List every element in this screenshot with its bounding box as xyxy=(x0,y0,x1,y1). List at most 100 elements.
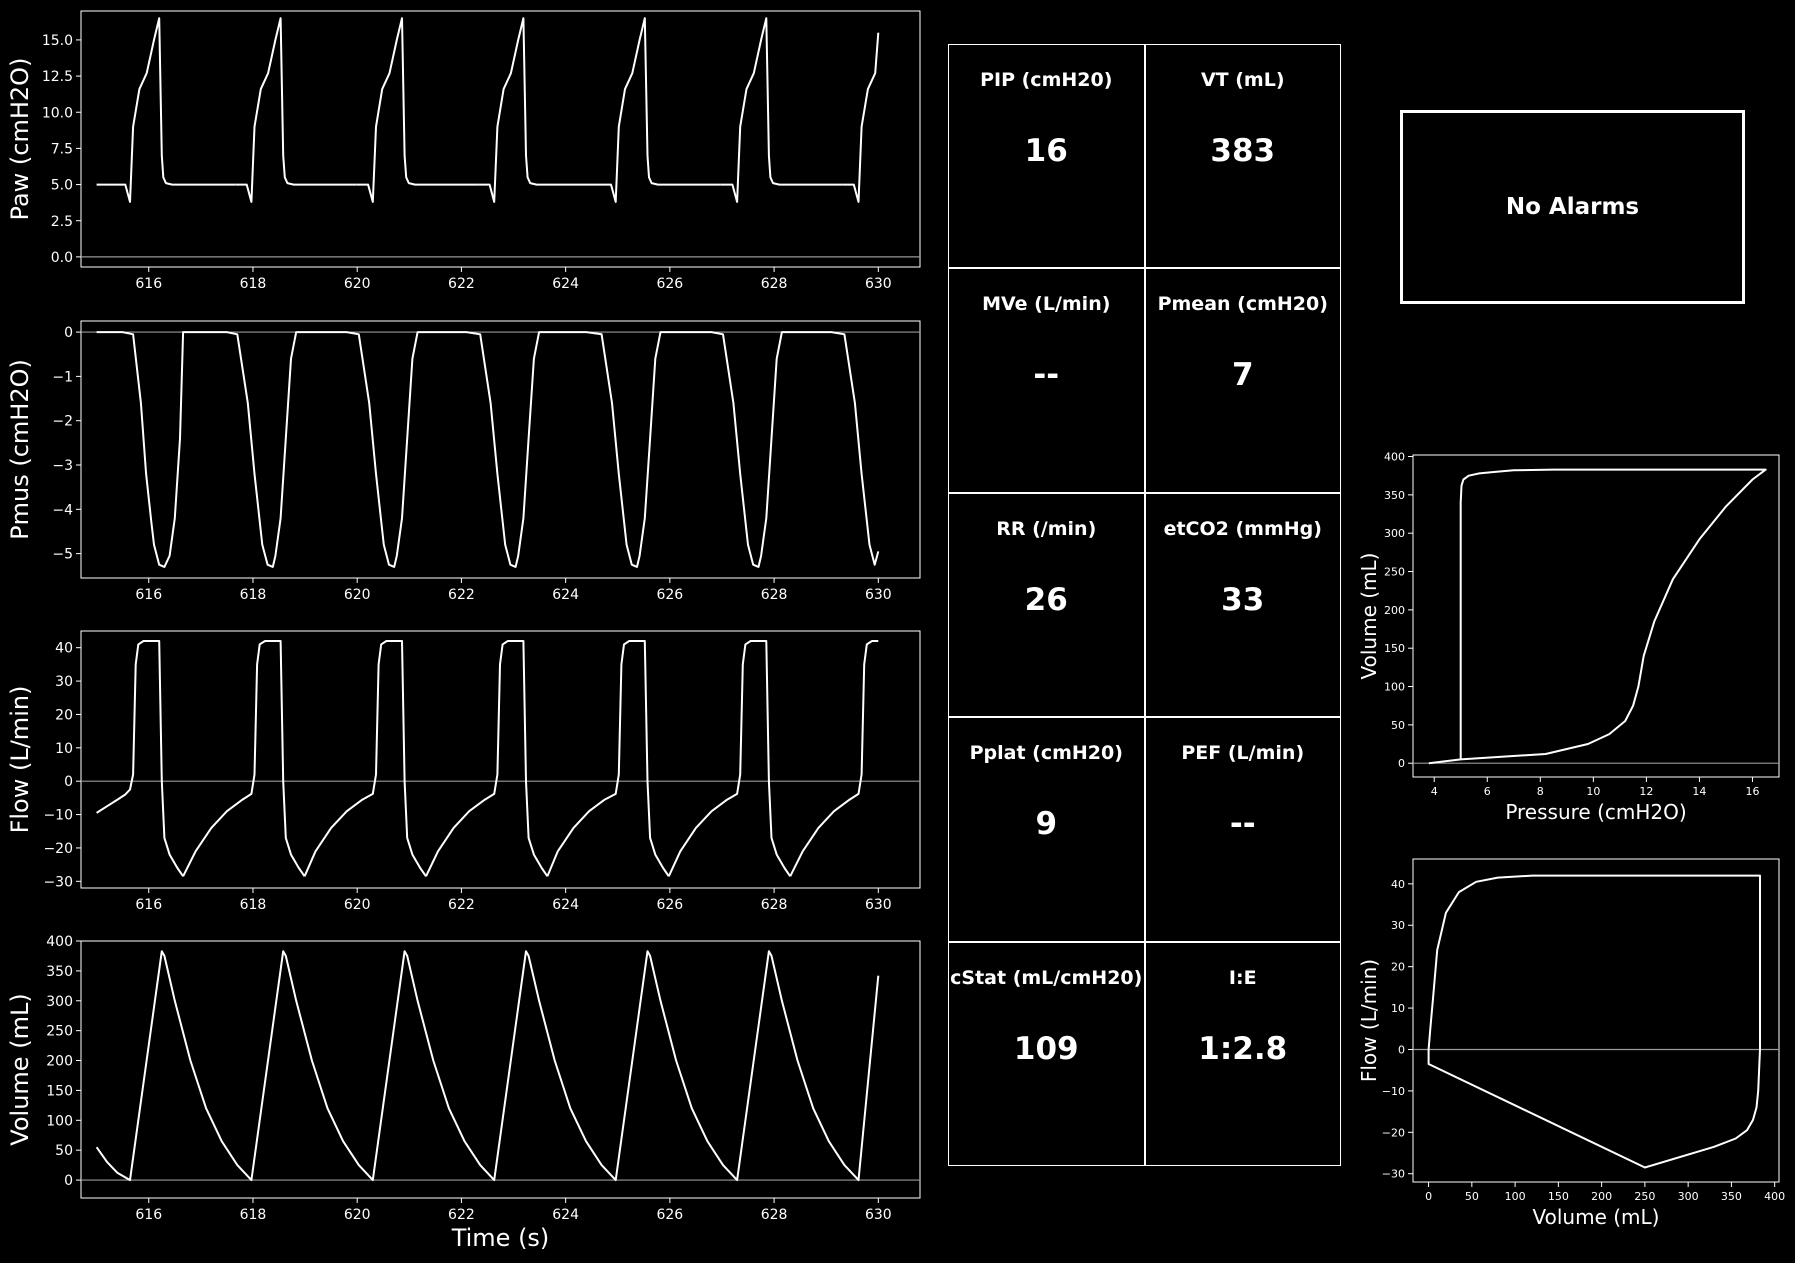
readout-pplat: Pplat (cmH20) 9 xyxy=(948,717,1145,942)
readout-value: 7 xyxy=(1231,357,1254,394)
x-tick-label: 628 xyxy=(761,587,788,603)
plot-frame xyxy=(80,940,921,1199)
readout-value: 9 xyxy=(1035,806,1058,843)
y-tick-label: −30 xyxy=(43,874,73,890)
x-tick-label: 0 xyxy=(1425,1190,1432,1203)
y-tick-label: 100 xyxy=(46,1113,73,1129)
x-tick-label: 250 xyxy=(1634,1190,1655,1203)
x-tick-label: 628 xyxy=(761,897,788,913)
x-tick-label: 618 xyxy=(240,1207,267,1223)
x-tick-label: 618 xyxy=(240,276,267,292)
x-tick-label: 624 xyxy=(552,276,579,292)
x-tick-label: 624 xyxy=(552,587,579,603)
series-line xyxy=(667,640,792,877)
y-tick-label: 0 xyxy=(64,774,73,790)
x-tick-label: 616 xyxy=(135,1207,162,1223)
x-tick-label: 622 xyxy=(448,587,475,603)
readout-value: 26 xyxy=(1024,581,1068,618)
readout-mve: MVe (L/min) -- xyxy=(948,268,1145,493)
x-tick-label: 620 xyxy=(344,1207,371,1223)
x-tick-label: 4 xyxy=(1431,785,1438,798)
x-tick-label: 618 xyxy=(240,587,267,603)
y-tick-label: −20 xyxy=(1382,1126,1405,1139)
y-tick-label: 300 xyxy=(1384,527,1405,540)
y-axis-label: Flow (L/min) xyxy=(6,686,34,834)
y-axis-label: Pmus (cmH2O) xyxy=(6,359,34,540)
y-tick-label: 0 xyxy=(1398,757,1405,770)
y-tick-label: 400 xyxy=(1384,450,1405,463)
y-tick-label: −1 xyxy=(52,369,73,385)
x-tick-label: 624 xyxy=(552,897,579,913)
readout-ie-ratio: I:E 1:2.8 xyxy=(1144,941,1341,1166)
y-tick-label: 300 xyxy=(46,994,73,1010)
series-line xyxy=(478,17,600,203)
readout-value: -- xyxy=(1033,357,1060,394)
x-tick-label: 150 xyxy=(1548,1190,1569,1203)
x-tick-label: 622 xyxy=(448,897,475,913)
x-tick-label: 616 xyxy=(135,897,162,913)
readout-label: Pmean (cmH20) xyxy=(1157,293,1328,316)
readout-pip: PIP (cmH20) 16 xyxy=(948,44,1145,269)
y-tick-label: −10 xyxy=(43,808,73,824)
y-tick-label: 40 xyxy=(1391,878,1405,891)
readout-value: -- xyxy=(1229,806,1256,843)
readout-pmean: Pmean (cmH20) 7 xyxy=(1144,268,1341,493)
x-tick-label: 628 xyxy=(761,1207,788,1223)
x-tick-label: 630 xyxy=(865,1207,892,1223)
y-tick-label: 10 xyxy=(1391,1002,1405,1015)
y-tick-label: 50 xyxy=(1391,719,1405,732)
x-tick-label: 620 xyxy=(344,587,371,603)
x-tick-label: 14 xyxy=(1692,785,1706,798)
x-axis-label: Time (s) xyxy=(451,1224,550,1252)
x-tick-label: 622 xyxy=(448,1207,475,1223)
series-line xyxy=(546,640,670,877)
y-tick-label: 150 xyxy=(46,1083,73,1099)
readout-value: 383 xyxy=(1210,133,1276,169)
y-tick-label: 350 xyxy=(1384,489,1405,502)
y-tick-label: 40 xyxy=(55,641,73,657)
plot-frame xyxy=(80,10,921,268)
readout-pef: PEF (L/min) -- xyxy=(1144,717,1341,942)
x-tick-label: 622 xyxy=(448,276,475,292)
y-tick-label: 0 xyxy=(64,325,73,341)
y-tick-label: 350 xyxy=(46,964,73,980)
y-tick-label: 50 xyxy=(55,1143,73,1159)
alarm-box: No Alarms xyxy=(1400,110,1745,304)
x-tick-label: 12 xyxy=(1639,785,1653,798)
series-line xyxy=(1428,468,1767,765)
x-tick-label: 50 xyxy=(1465,1190,1479,1203)
x-tick-label: 616 xyxy=(135,276,162,292)
readout-label: PEF (L/min) xyxy=(1181,742,1305,765)
readout-label: VT (mL) xyxy=(1200,69,1285,91)
series-line xyxy=(182,640,306,877)
x-tick-label: 616 xyxy=(135,587,162,603)
y-tick-label: −4 xyxy=(52,502,73,518)
readout-label: RR (/min) xyxy=(996,517,1097,540)
x-axis-label: Pressure (cmH2O) xyxy=(1505,800,1686,824)
y-tick-label: 150 xyxy=(1384,642,1405,655)
x-tick-label: 624 xyxy=(552,1207,579,1223)
x-tick-label: 626 xyxy=(656,276,683,292)
y-tick-label: 30 xyxy=(55,674,73,690)
series-line xyxy=(842,32,880,203)
y-tick-label: 10.0 xyxy=(42,105,73,121)
series-line xyxy=(235,17,357,203)
readout-label: cStat (mL/cmH20) xyxy=(950,966,1143,989)
y-tick-label: 400 xyxy=(46,934,73,950)
readout-value: 109 xyxy=(1013,1030,1079,1067)
plot-frame xyxy=(80,630,921,889)
y-tick-label: −3 xyxy=(52,458,73,474)
y-tick-label: 15.0 xyxy=(42,33,73,49)
readout-value: 33 xyxy=(1221,581,1265,618)
readout-value: 1:2.8 xyxy=(1198,1030,1288,1067)
x-axis-label: Volume (mL) xyxy=(1533,1205,1660,1229)
x-tick-label: 626 xyxy=(656,1207,683,1223)
x-tick-label: 628 xyxy=(761,276,788,292)
x-tick-label: 400 xyxy=(1764,1190,1785,1203)
readout-value: 16 xyxy=(1024,133,1068,169)
y-tick-label: 0.0 xyxy=(51,250,73,266)
